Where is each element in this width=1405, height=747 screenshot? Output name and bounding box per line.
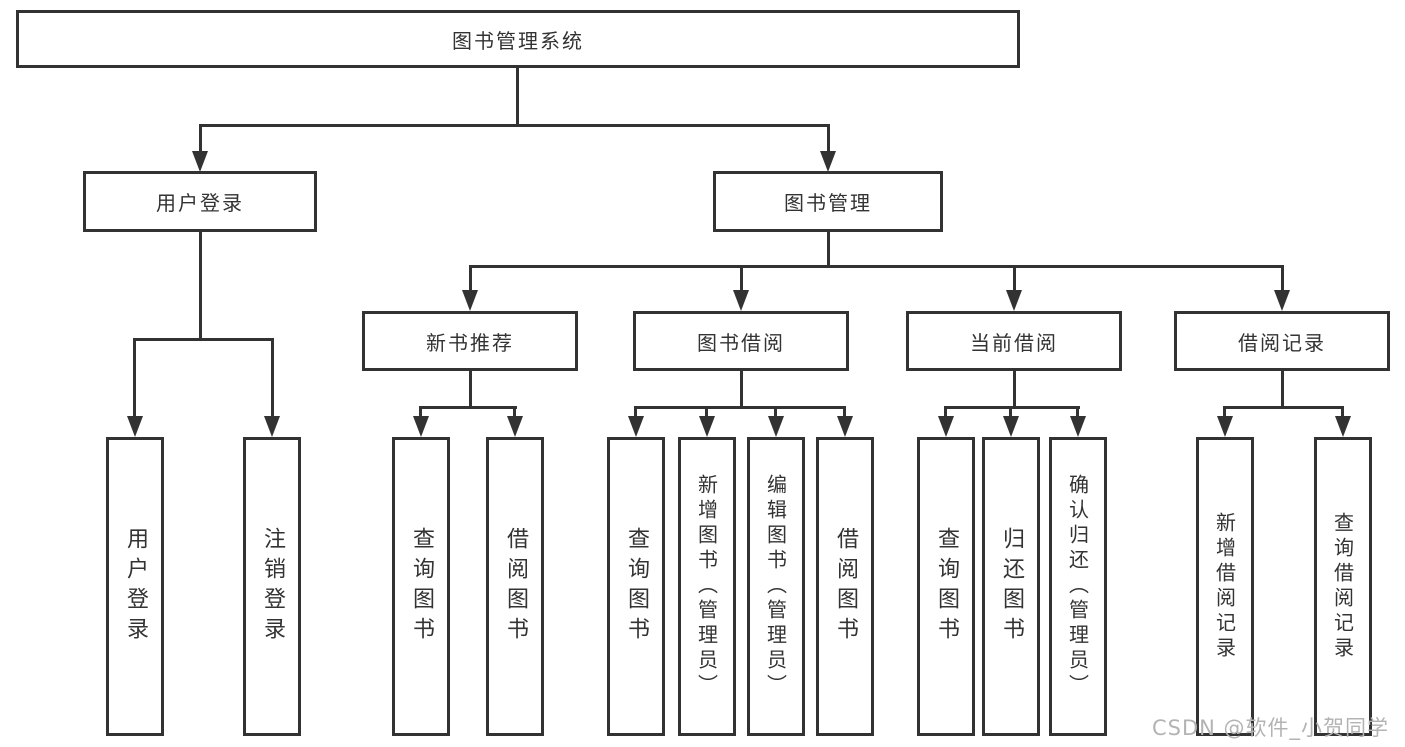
leaf-borrow-book-2-label: 借阅图书 [833,526,858,647]
leaf-add-borrow-record: 新增借阅记录 [1196,437,1254,736]
connector-currentborrow-leaf3-drop [1076,406,1079,419]
leaf-query-borrow-record-label: 查询借阅记录 [1330,511,1355,662]
connector-user-login-leaf2-drop [271,338,274,418]
leaf-query-book-1-label: 查询图书 [409,526,434,647]
arrow-to-bookborrow [733,290,749,311]
connector-user-login-stem [199,232,202,338]
node-current-borrow-label: 当前借阅 [970,330,1058,355]
connector-book-mgmt-drop [827,124,830,152]
leaf-add-book-admin: 新增图书（管理员） [678,437,736,736]
node-borrow-record: 借阅记录 [1174,311,1390,371]
leaf-borrow-book-2: 借阅图书 [816,437,874,736]
arrow-currentborrow-leaf1 [938,416,954,437]
leaf-query-book-3-label: 查询图书 [934,526,959,647]
arrow-bookborrow-leaf4 [837,416,853,437]
connector-borrowrecord-stem [1281,371,1284,409]
arrow-to-logout-leaf [264,416,280,437]
node-book-management-label: 图书管理 [784,191,872,215]
arrow-to-user-login [192,151,208,172]
connector-user-login-leaf1-drop [133,338,136,418]
connector-level1-hline [199,124,830,127]
connector-newbook-drop [469,265,472,293]
connector-borrowrecord-drop [1281,265,1284,293]
leaf-add-borrow-record-label: 新增借阅记录 [1212,511,1237,662]
leaf-user-login-label: 用户登录 [123,526,148,647]
node-new-book-recommend-label: 新书推荐 [426,330,514,355]
leaf-edit-book-admin: 编辑图书（管理员） [747,437,805,736]
connector-bookborrow-leaf2-drop [705,406,708,419]
leaf-query-borrow-record: 查询借阅记录 [1314,437,1372,736]
arrow-to-user-login-leaf [127,416,143,437]
leaf-logout: 注销登录 [243,437,301,736]
connector-user-login-drop [199,124,202,152]
connector-book-mgmt-stem [827,232,830,268]
connector-bookborrow-leaf4-drop [843,406,846,419]
arrow-newbook-leaf1 [413,416,429,437]
connector-bookborrow-hline [634,406,846,409]
connector-currentborrow-leaf1-drop [944,406,947,419]
connector-borrowrecord-hline [1223,406,1344,409]
connector-newbook-hline [419,406,517,409]
leaf-return-book: 归还图书 [982,437,1040,736]
connector-currentborrow-hline [944,406,1080,409]
leaf-user-login: 用户登录 [106,437,164,736]
connector-level2-hline [469,265,1284,268]
node-book-borrow-label: 图书借阅 [697,330,785,355]
arrow-newbook-leaf2 [507,416,523,437]
connector-borrowrecord-leaf1-drop [1223,406,1226,419]
node-borrow-record-label: 借阅记录 [1238,330,1326,355]
arrow-to-book-mgmt [820,151,836,172]
root-node-library-management-system: 图书管理系统 [16,10,1020,68]
leaf-edit-book-admin-label: 编辑图书（管理员） [763,474,788,699]
arrow-currentborrow-leaf2 [1003,416,1019,437]
connector-bookborrow-leaf3-drop [774,406,777,419]
connector-root-stem [516,68,519,127]
arrow-bookborrow-leaf3 [768,416,784,437]
arrow-bookborrow-leaf2 [699,416,715,437]
connector-newbook-leaf2-drop [513,406,516,419]
arrow-to-borrowrecord [1274,290,1290,311]
leaf-query-book-1: 查询图书 [392,437,450,736]
node-current-borrow: 当前借阅 [906,311,1122,371]
connector-currentborrow-leaf2-drop [1009,406,1012,419]
leaf-borrow-book-1-label: 借阅图书 [503,526,528,647]
arrow-borrowrecord-leaf2 [1335,416,1351,437]
arrow-borrowrecord-leaf1 [1217,416,1233,437]
leaf-query-book-3: 查询图书 [917,437,975,736]
arrow-to-newbook [462,290,478,311]
node-new-book-recommend: 新书推荐 [362,311,578,371]
arrow-currentborrow-leaf3 [1070,416,1086,437]
leaf-query-book-2: 查询图书 [607,437,665,736]
leaf-confirm-return-admin: 确认归还（管理员） [1049,437,1107,736]
node-book-management: 图书管理 [713,171,943,232]
connector-borrowrecord-leaf2-drop [1341,406,1344,419]
connector-bookborrow-leaf1-drop [634,406,637,419]
connector-currentborrow-stem [1013,371,1016,409]
connector-bookborrow-drop [740,265,743,293]
leaf-confirm-return-admin-label: 确认归还（管理员） [1065,474,1090,699]
arrow-bookborrow-leaf1 [628,416,644,437]
root-node-label: 图书管理系统 [452,28,584,53]
connector-bookborrow-stem [740,371,743,409]
leaf-add-book-admin-label: 新增图书（管理员） [694,474,719,699]
connector-newbook-leaf1-drop [419,406,422,419]
connector-user-login-hline [133,338,274,341]
csdn-watermark: CSDN @软件_小贺同学 [1152,712,1389,742]
leaf-borrow-book-1: 借阅图书 [486,437,544,736]
node-book-borrow: 图书借阅 [633,311,849,371]
leaf-query-book-2-label: 查询图书 [624,526,649,647]
node-user-login-label: 用户登录 [156,191,244,215]
connector-currentborrow-drop [1013,265,1016,293]
leaf-return-book-label: 归还图书 [999,526,1024,647]
node-user-login: 用户登录 [83,171,317,232]
connector-newbook-stem [469,371,472,409]
csdn-watermark-text: CSDN @软件_小贺同学 [1152,716,1390,740]
arrow-to-currentborrow [1006,290,1022,311]
leaf-logout-label: 注销登录 [260,526,285,647]
